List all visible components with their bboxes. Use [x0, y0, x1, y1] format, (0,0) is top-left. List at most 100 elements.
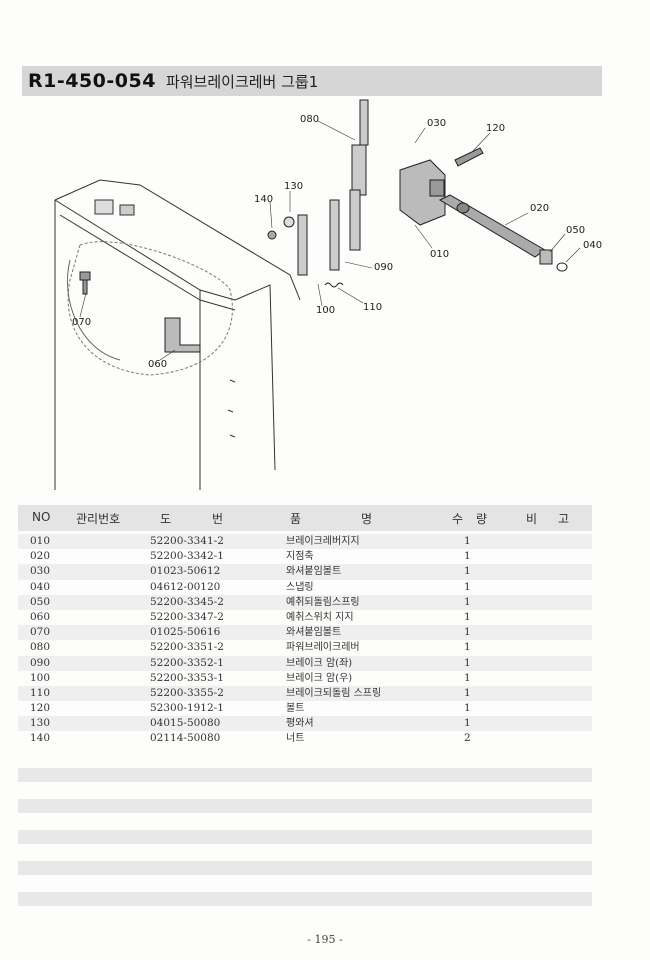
row-quantity: 1	[464, 580, 471, 593]
callout-020: 020	[530, 203, 549, 214]
page-number: - 195 -	[307, 933, 343, 946]
row-part-number: 52200-3347-2	[150, 610, 224, 623]
nut-140-drawing	[267, 230, 277, 240]
callout-110: 110	[363, 302, 382, 313]
table-row: 030 01023-50612 와셔붙임볼트 1	[18, 564, 592, 580]
header-mgmt-no: 관리번호	[76, 512, 121, 526]
row-no: 130	[30, 717, 51, 730]
row-part-name: 브레이크레버지지	[286, 536, 360, 547]
row-no: 100	[30, 671, 51, 684]
callout-120: 120	[486, 123, 505, 134]
row-no: 010	[30, 535, 51, 547]
table-row: 140 02114-50080 너트 2	[18, 731, 592, 746]
row-quantity: 1	[464, 671, 471, 684]
row-part-number: 01025-50616	[150, 626, 221, 639]
row-part-number: 52200-3345-2	[150, 595, 224, 608]
table-row: 090 52200-3352-1 브레이크 암(좌) 1	[18, 655, 592, 671]
callout-090: 090	[374, 262, 393, 273]
row-part-number: 52200-3353-1	[150, 671, 224, 684]
header-remarks-2: 고	[558, 512, 570, 526]
row-part-number: 04015-50080	[150, 717, 221, 730]
bracket-010-drawing	[399, 159, 446, 226]
part-group-title: 파워브레이크레버 그룹1	[165, 72, 319, 91]
row-part-number: 52200-3352-1	[150, 656, 224, 669]
header-qty-1: 수	[452, 512, 464, 526]
row-quantity: 1	[464, 626, 471, 639]
spring-050-drawing	[539, 249, 553, 265]
table-row: 110 52200-3355-2 브레이크되돌림 스프링 1	[18, 685, 592, 702]
empty-row-band	[18, 799, 592, 813]
row-part-name: 브레이크 암(우)	[286, 672, 353, 684]
row-part-name: 지점축	[286, 551, 314, 563]
row-part-name: 평와셔	[286, 718, 314, 730]
row-part-name: 너트	[286, 733, 305, 745]
header-no: NO	[32, 510, 51, 524]
row-part-name: 예취되돌림스프링	[286, 596, 360, 608]
bracket-060-drawing	[164, 317, 201, 353]
row-no: 090	[30, 656, 51, 669]
callout-130: 130	[284, 181, 303, 192]
row-no: 120	[30, 702, 51, 715]
callout-040: 040	[583, 240, 602, 251]
parts-table-header: NO 관리번호 도 번 품 명 수 량 비 고	[18, 505, 592, 531]
row-part-number: 52200-3341-2	[150, 535, 224, 547]
row-part-name: 파워브레이크레버	[286, 642, 360, 654]
exploded-parts-diagram: 080 030 120 130 140 020 050 040 010 090 …	[54, 99, 602, 490]
row-quantity: 2	[464, 732, 471, 745]
header-qty-2: 량	[476, 512, 488, 526]
row-no: 110	[30, 686, 51, 699]
row-part-number: 52200-3351-2	[150, 641, 224, 654]
callout-030: 030	[427, 118, 446, 129]
header-part-no-2: 번	[212, 512, 224, 526]
lever-080-drawing	[349, 99, 369, 251]
row-quantity: 1	[464, 686, 471, 699]
row-no: 140	[30, 732, 51, 745]
table-row: 100 52200-3353-1 브레이크 암(우) 1	[18, 671, 592, 686]
row-part-name: 브레이크되돌림 스프링	[286, 687, 382, 699]
row-no: 070	[30, 626, 51, 639]
row-part-name: 예취스위치 지지	[286, 611, 354, 623]
row-part-name: 와셔붙임볼트	[286, 566, 342, 578]
table-row: 020 52200-3342-1 지점축 1	[18, 549, 592, 564]
row-quantity: 1	[464, 610, 471, 623]
bolt-120-drawing	[454, 147, 484, 167]
arm-090-drawing	[329, 199, 340, 271]
row-quantity: 1	[464, 595, 471, 608]
machine-frame	[54, 179, 301, 490]
row-no: 020	[30, 550, 51, 563]
spring-110-drawing	[324, 282, 344, 288]
row-part-name: 스냅링	[286, 581, 314, 593]
empty-row-band	[18, 861, 592, 875]
snap-ring-040-drawing	[556, 262, 568, 272]
row-part-number: 52200-3342-1	[150, 550, 224, 563]
row-quantity: 1	[464, 550, 471, 563]
row-quantity: 1	[464, 565, 471, 578]
row-part-number: 02114-50080	[150, 732, 221, 745]
row-part-number: 52300-1912-1	[150, 702, 224, 715]
parts-table-body: 010 52200-3341-2 브레이크레버지지 1 020 52200-3342-1 지…	[18, 534, 592, 747]
header-part-no-1: 도	[160, 512, 172, 526]
row-no: 080	[30, 641, 51, 654]
row-part-name: 볼트	[286, 703, 305, 715]
empty-row-band	[18, 892, 592, 906]
callout-010: 010	[430, 249, 449, 260]
section-title-bar: R1-450-054 파워브레이크레버 그룹1	[22, 66, 602, 96]
table-row: 080 52200-3351-2 파워브레이크레버 1	[18, 640, 592, 655]
header-remarks-1: 비	[526, 512, 538, 526]
callout-060: 060	[148, 359, 167, 370]
row-no: 030	[30, 565, 51, 578]
callout-140: 140	[254, 194, 273, 205]
row-part-name: 브레이크 암(좌)	[286, 657, 353, 669]
row-quantity: 1	[464, 656, 471, 669]
row-part-number: 04612-00120	[150, 580, 221, 593]
row-part-number: 52200-3355-2	[150, 686, 224, 699]
row-quantity: 1	[464, 641, 471, 654]
washer-130-drawing	[283, 216, 295, 228]
row-part-number: 01023-50612	[150, 565, 221, 578]
